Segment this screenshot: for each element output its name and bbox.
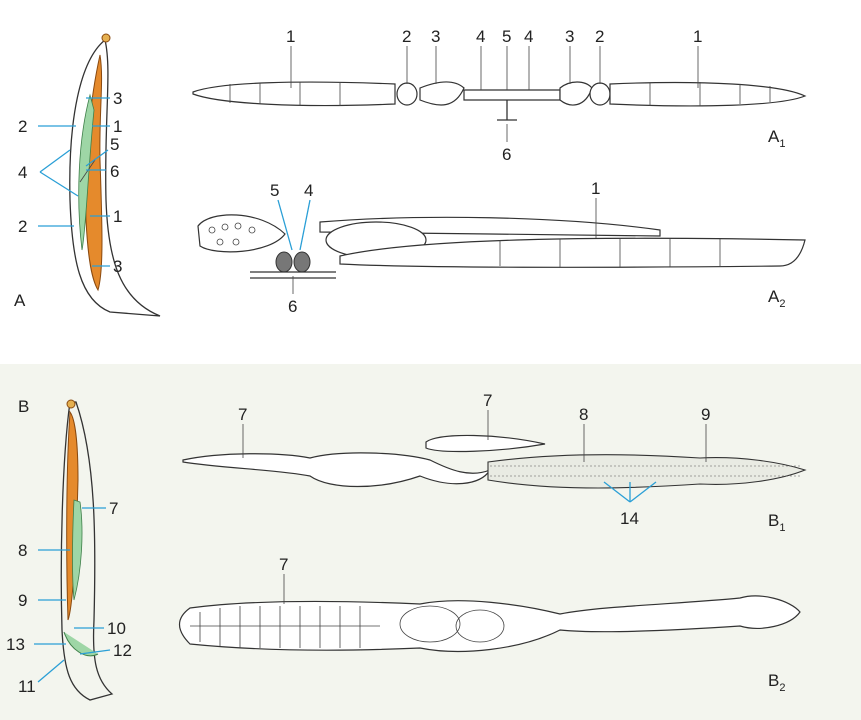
female-label-3-top: 3 (113, 89, 122, 108)
a1-label-4-right: 4 (524, 27, 533, 46)
panel-a-label: A (14, 291, 26, 310)
panel-b-background (0, 364, 861, 720)
b1-label-14: 14 (620, 509, 639, 528)
female-label-1-bottom: 1 (113, 207, 122, 226)
b1-sub-label: B1 (768, 511, 785, 534)
a1-label-3-left: 3 (431, 27, 440, 46)
male-label-13: 13 (6, 635, 25, 654)
female-worm-figure (69, 33, 161, 317)
female-label-2-top: 2 (18, 117, 27, 136)
male-label-9: 9 (18, 591, 27, 610)
male-label-11: 11 (18, 677, 36, 696)
a1-sub-index: 1 (779, 138, 785, 150)
a1-label-2-right: 2 (595, 27, 604, 46)
female-label-5: 5 (110, 135, 119, 154)
b2-testis-detail (178, 595, 801, 653)
panel-b-label: B (18, 397, 29, 416)
a2-leader-lines (277, 198, 597, 294)
a1-label-2-left: 2 (402, 27, 411, 46)
b2-sub-label: B2 (768, 671, 785, 694)
a2-sub-index: 2 (779, 298, 785, 310)
a1-label-1-right: 1 (693, 27, 702, 46)
a2-label-5: 5 (270, 181, 279, 200)
a2-sub-letter: A (768, 287, 780, 306)
b1-label-7-right: 7 (483, 391, 492, 410)
male-label-12: 12 (113, 641, 132, 660)
b1-sub-letter: B (768, 511, 779, 530)
a2-label-6: 6 (288, 297, 297, 316)
a1-label-5: 5 (502, 27, 511, 46)
a2-sub-label: A2 (768, 287, 785, 310)
b2-sub-letter: B (768, 671, 779, 690)
b1-male-tract (182, 434, 807, 489)
a1-leader-lines (290, 46, 699, 142)
female-label-1-top: 1 (113, 117, 122, 136)
a1-label-1-left: 1 (286, 27, 295, 46)
female-label-3-bottom: 3 (113, 257, 122, 276)
a1-sub-label: A1 (768, 127, 785, 150)
a2-label-4: 4 (304, 181, 313, 200)
female-label-4: 4 (18, 163, 27, 182)
a1-label-3-right: 3 (565, 27, 574, 46)
male-worm-figure (60, 399, 114, 701)
female-label-2-bottom: 2 (18, 217, 27, 236)
b1-leader-lines (242, 410, 707, 503)
b1-label-9: 9 (701, 405, 710, 424)
a1-label-6: 6 (502, 145, 511, 164)
a1-sub-letter: A (768, 127, 780, 146)
b1-sub-index: 1 (779, 522, 785, 534)
b2-sub-index: 2 (779, 682, 785, 694)
a2-label-1: 1 (591, 179, 600, 198)
a1-label-4-left: 4 (476, 27, 485, 46)
b2-label-7: 7 (279, 555, 288, 574)
male-label-7: 7 (109, 499, 118, 518)
female-leader-lines (38, 97, 110, 267)
a2-female-detail (197, 214, 806, 279)
male-label-10: 10 (107, 619, 126, 638)
panel-a-background (0, 0, 861, 356)
b1-label-7-left: 7 (238, 405, 247, 424)
b1-label-8: 8 (579, 405, 588, 424)
a1-female-tract (192, 81, 807, 121)
male-leader-lines (34, 507, 111, 683)
male-label-8: 8 (18, 541, 27, 560)
female-label-6: 6 (110, 162, 119, 181)
